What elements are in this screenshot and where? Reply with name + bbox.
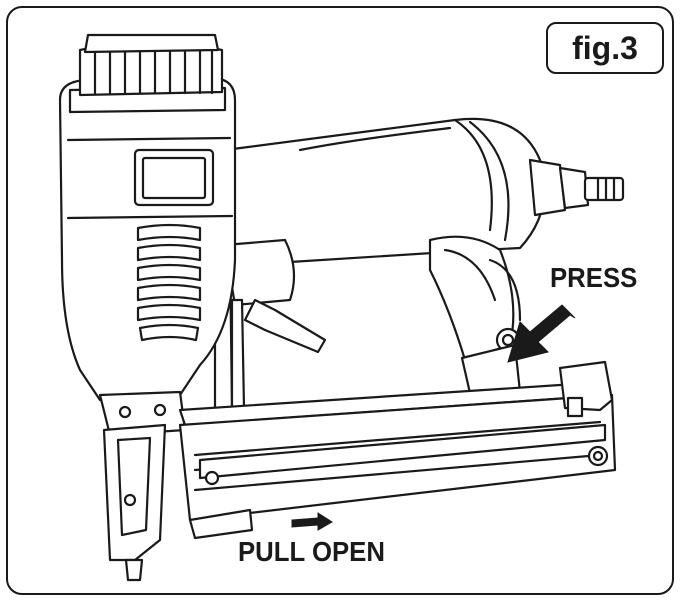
air-fitting-nut <box>558 166 590 210</box>
figure-label: fig.3 <box>546 22 664 74</box>
handle-tube <box>223 117 546 264</box>
press-label: PRESS <box>550 262 638 293</box>
handle-rear-ring <box>468 120 510 242</box>
air-fitting-plug <box>583 176 625 202</box>
handle-rear-cap <box>453 118 493 232</box>
press-arrow-icon <box>507 304 576 363</box>
body-grip-ribs <box>136 223 202 342</box>
air-fitting-body <box>528 158 567 217</box>
trigger-housing <box>223 238 296 307</box>
grip-lower <box>428 235 515 362</box>
pull-arrow-icon <box>291 512 333 531</box>
magazine-rail <box>198 423 607 480</box>
pull-open-label: PULL OPEN <box>238 536 385 567</box>
nose-tip <box>124 558 144 582</box>
trigger <box>243 298 327 354</box>
handle-grip-ridge <box>298 126 452 152</box>
